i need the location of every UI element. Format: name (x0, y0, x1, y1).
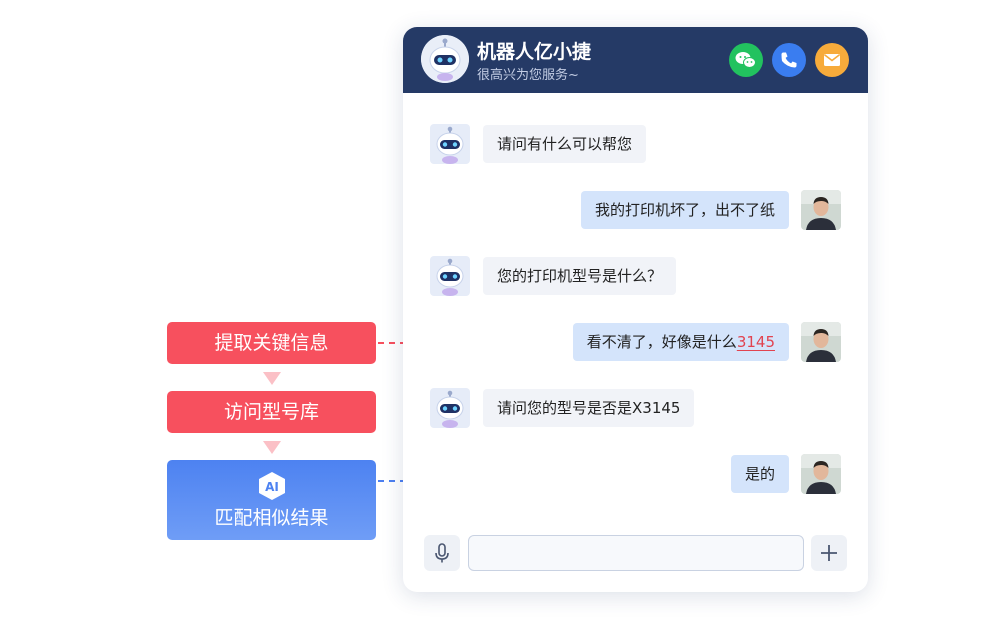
wechat-icon (729, 43, 763, 77)
flow-step-match-label: 匹配相似结果 (214, 507, 329, 529)
bot-message: 请问有什么可以帮您 (483, 125, 647, 163)
microphone-icon (435, 543, 449, 563)
chat-title: 机器人亿小捷 (477, 41, 592, 63)
voice-button[interactable] (424, 535, 460, 571)
user-message: 我的打印机坏了，出不了纸 (580, 191, 789, 229)
bot-avatar-icon (430, 256, 470, 296)
bot-avatar-icon (430, 124, 470, 164)
flow-arrow-down-1 (263, 372, 281, 385)
plus-icon (821, 545, 837, 561)
wechat-button[interactable] (729, 43, 763, 77)
flow-arrow-down-2 (263, 441, 281, 454)
user-message-text: 看不清了，好像是什么 (586, 333, 737, 351)
user-message: 看不清了，好像是什么3145 (572, 323, 789, 361)
robot-avatar-icon (421, 35, 469, 83)
chat-window: 机器人亿小捷 很高兴为您服务~ (403, 27, 868, 592)
user-avatar (801, 190, 841, 230)
flow-step-match: AI 匹配相似结果 (167, 460, 376, 540)
more-options-button[interactable] (811, 535, 847, 571)
ai-badge-label: AI (265, 480, 279, 494)
bot-message: 请问您的型号是否是X3145 (483, 389, 695, 427)
phone-icon (772, 43, 806, 77)
mail-button[interactable] (815, 43, 849, 77)
message-input[interactable] (468, 535, 804, 571)
bot-avatar-icon (430, 388, 470, 428)
mail-icon (815, 43, 849, 77)
ai-badge-icon: AI (258, 471, 286, 501)
phone-button[interactable] (772, 43, 806, 77)
user-message: 是的 (730, 455, 789, 493)
flow-step-lookup: 访问型号库 (167, 391, 376, 433)
user-avatar (801, 322, 841, 362)
model-number-highlight: 3145 (736, 333, 775, 351)
flow-step-extract: 提取关键信息 (167, 322, 376, 364)
chat-header: 机器人亿小捷 很高兴为您服务~ (403, 27, 868, 93)
chat-subtitle: 很高兴为您服务~ (477, 68, 579, 83)
bot-message: 您的打印机型号是什么？ (483, 257, 677, 295)
user-avatar (801, 454, 841, 494)
